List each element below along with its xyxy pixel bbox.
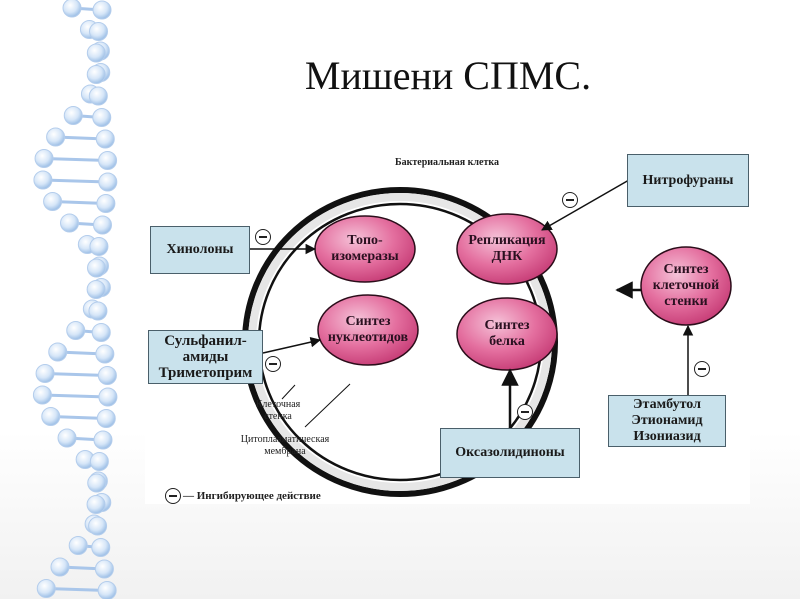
- inhibition-icon: [265, 356, 281, 372]
- dna-ball: [63, 106, 83, 125]
- legend-inhibition-icon: [165, 488, 181, 504]
- drug-box-tb-drugs: Этамбутол Этионамид Изониазид: [608, 395, 726, 447]
- dna-ball: [98, 151, 118, 170]
- dna-ball: [89, 237, 109, 256]
- slide-title: Мишени СПМС.: [304, 53, 592, 98]
- dna-ball: [94, 559, 114, 579]
- dna-ball: [46, 127, 66, 147]
- drug-box-oxazolidinones: Оксазолидиноны: [440, 428, 580, 478]
- target-ellipse-nucleotide-synthesis: [317, 294, 419, 366]
- drug-box-sulfonamides: Сульфанил- амиды Триметоприм: [148, 330, 263, 384]
- dna-ball: [96, 194, 116, 213]
- dna-ball: [92, 108, 112, 127]
- dna-ball: [95, 344, 115, 364]
- dna-ball: [93, 430, 113, 450]
- dna-bond: [46, 587, 108, 592]
- dna-ball: [92, 215, 112, 235]
- drug-box-nitrofurans: Нитрофураны: [627, 154, 749, 207]
- dna-ball: [68, 536, 88, 555]
- dna-ball: [86, 495, 106, 514]
- antibacterial-targets-diagram: Бактериальная клетка Топо- изомеразы Реп…: [145, 152, 750, 504]
- pointer-cell-wall: [281, 384, 296, 400]
- inhibition-icon: [694, 361, 710, 377]
- dna-ball: [89, 452, 109, 471]
- dna-ball: [57, 428, 77, 448]
- inhibition-icon: [517, 404, 533, 420]
- target-cell-wall-synthesis: Синтез клеточной стенки: [652, 262, 720, 309]
- diagram-lines: [242, 179, 732, 497]
- membrane-label: Цитоплазматическая мембрана: [240, 434, 330, 457]
- dna-ball: [97, 581, 117, 599]
- dna-ball: [60, 213, 80, 233]
- dna-ball: [95, 129, 115, 149]
- dna-ball: [89, 22, 109, 41]
- target-nucleotide-synthesis: Синтез нуклеотидов: [327, 314, 409, 345]
- dna-ball: [98, 172, 118, 192]
- pointer-membrane: [304, 383, 351, 428]
- dna-ball: [34, 149, 54, 168]
- dna-ball: [50, 557, 70, 577]
- dna-bond: [42, 178, 108, 184]
- dna-bond: [42, 393, 108, 399]
- dna-bond: [44, 157, 108, 162]
- inhibition-icon: [255, 229, 271, 245]
- target-protein-synthesis: Синтез белка: [484, 318, 530, 349]
- dna-ball: [41, 407, 61, 426]
- dna-ball: [96, 409, 116, 428]
- dna-ball: [43, 192, 63, 211]
- dna-ball: [92, 0, 112, 20]
- dna-ball: [88, 516, 108, 536]
- dna-ball: [87, 473, 107, 493]
- cell-label: Бактериальная клетка: [394, 157, 500, 168]
- dna-ball: [86, 280, 106, 299]
- dna-ball: [88, 86, 108, 106]
- dna-ball: [86, 65, 106, 84]
- dna-ball: [32, 385, 52, 405]
- arrow-nitrofurans: [541, 179, 630, 231]
- dna-ball: [35, 364, 55, 383]
- target-ellipse-dna-replication: [456, 213, 558, 285]
- cell-wall-label: Клеточная стенка: [255, 399, 301, 422]
- dna-helix-decoration: [32, 0, 118, 599]
- dna-ball: [86, 43, 106, 63]
- target-dna-replication: Репликация ДНК: [468, 233, 546, 264]
- legend-text: — Ингибирующее действие: [183, 490, 321, 502]
- dna-ball: [91, 323, 111, 342]
- arrow-sulfonamides: [262, 336, 322, 354]
- dna-ball: [36, 579, 56, 598]
- dna-bond: [45, 372, 108, 377]
- dna-ball: [33, 170, 53, 190]
- target-topoisomerases: Топо- изомеразы: [331, 233, 399, 264]
- dna-ball: [91, 538, 111, 557]
- dna-ball: [66, 321, 86, 340]
- drug-box-quinolones: Хинолоны: [150, 226, 250, 274]
- dna-ball: [87, 258, 107, 278]
- dna-ball: [62, 0, 82, 18]
- dna-ball: [48, 342, 68, 362]
- dna-ball: [98, 387, 118, 407]
- dna-ball: [97, 366, 117, 385]
- dna-ball: [88, 301, 108, 321]
- inhibition-icon: [562, 192, 578, 208]
